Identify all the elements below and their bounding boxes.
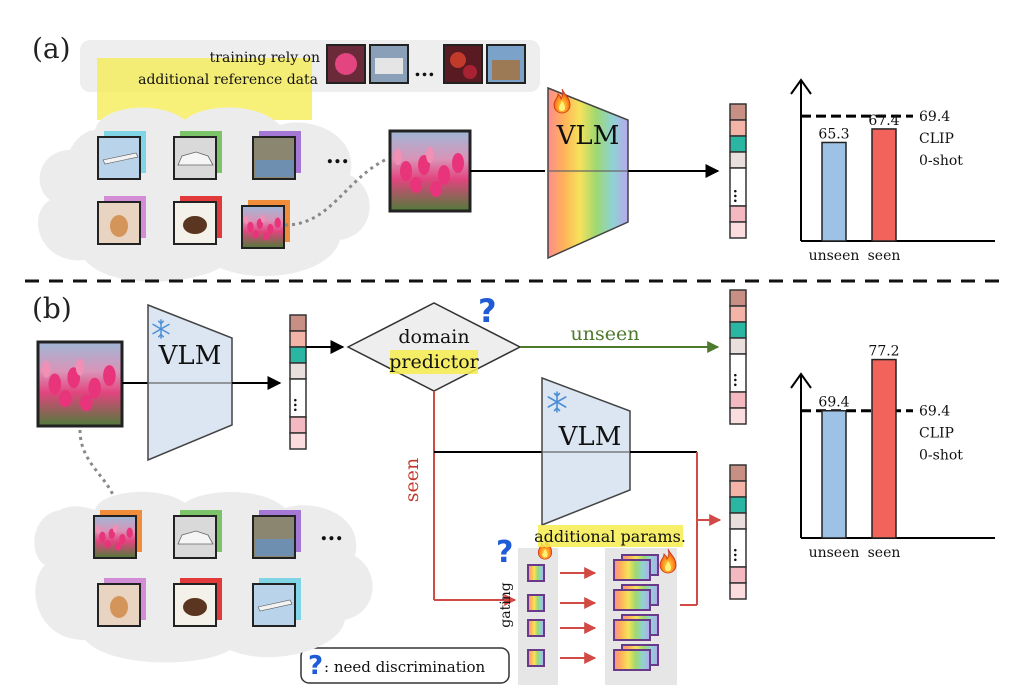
question-icon: ? [308,651,323,681]
dotted-link [284,158,386,227]
dataset-cloud-a: ... [37,107,370,282]
branch-unseen-label: unseen [571,323,640,345]
reference-label: 0-shot [919,153,963,169]
feature-vector-b: ... [289,314,307,450]
feature-vector-seen: ... [729,464,747,600]
image-thumbnail [93,515,137,559]
decision-word1: domain [398,326,469,348]
reference-label: 0-shot [919,448,963,464]
chart-a-value-seen: 67.4 [868,113,899,129]
chart-b-bar-seen [871,358,897,539]
chart-b-value-unseen: 69.4 [818,395,849,411]
vlm-label-a: VLM [556,121,620,151]
feature-vector-a: ... [729,103,747,239]
vlm-trainable: VLM [547,86,629,260]
chart-b-category-unseen: unseen [809,545,860,561]
reference-label: CLIP [919,131,954,147]
panel-b-label: (b) [32,292,72,325]
vlm2-label: VLM [558,422,622,452]
chart-a-category-seen: seen [868,248,901,264]
reference-value: 69.4 [919,109,950,125]
note-line2: additional reference data [138,72,318,88]
legend-need-discrimination: ? : need discrimination [300,647,510,684]
vlm-frozen-2: VLM [541,376,631,527]
svg-text:...: ... [730,548,746,563]
input-image [390,131,470,211]
note-line1: training rely on [210,50,320,66]
chart-b-value-seen: 77.2 [868,344,899,360]
svg-text:...: ... [290,398,306,413]
branch-seen-label: seen [401,458,423,502]
chart-a-value-unseen: 65.3 [818,126,849,142]
dataset-cloud-b: ... [34,491,373,663]
y-axis-arrowhead [790,78,812,95]
image-thumbnail [241,205,285,249]
vlm-frozen: VLM [147,303,233,462]
question-icon: ? [496,535,513,570]
thumb-ellipsis: ... [414,57,435,81]
reference-label: CLIP [919,426,954,442]
question-icon: ? [478,292,497,330]
cloud-a-ellipsis: ... [326,143,349,169]
y-axis-arrowhead [790,372,812,389]
reference-data-note: training rely on additional reference da… [80,40,540,120]
additional-params-block: additional params. [534,525,686,685]
additional-params-label: additional params. [534,527,686,546]
domain-predictor: domain predictor ? [346,292,522,392]
feature-vector-unseen: ... [729,289,747,425]
decision-word2: predictor [389,351,479,373]
gating-label: gating [498,582,514,627]
svg-text:...: ... [730,373,746,388]
input-image-b [38,342,122,426]
chart-a-bar-unseen [821,141,847,242]
panel-a-label: (a) [32,32,71,65]
chart-a-category-unseen: unseen [809,248,860,264]
gating-block: gating ? [496,535,558,685]
reference-value: 69.4 [919,404,950,420]
chart-a-bar-seen [871,128,897,242]
chart-b-bar-unseen [821,409,847,539]
chart-b-category-seen: seen [868,545,901,561]
dotted-link-b [78,429,120,521]
cloud-b-ellipsis: ... [320,520,343,546]
legend-text: : need discrimination [324,658,486,676]
svg-text:...: ... [730,189,746,204]
vlm-label-b: VLM [158,341,222,371]
